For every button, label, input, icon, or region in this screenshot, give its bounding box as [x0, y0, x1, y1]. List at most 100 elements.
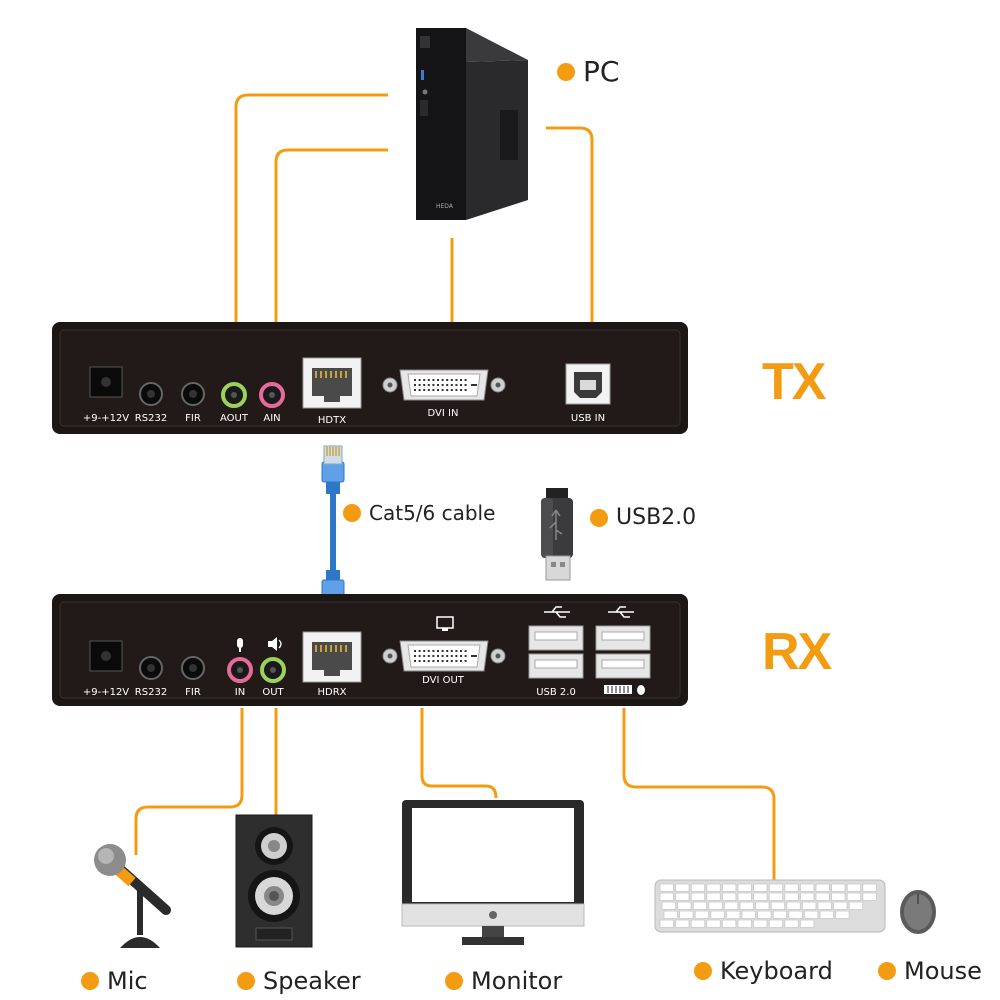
keyboard-key	[710, 910, 725, 919]
keyboard-key	[706, 892, 721, 901]
line-pc-ain	[274, 148, 388, 380]
keyboard-key	[675, 892, 690, 901]
rx-label-fir: FIR	[185, 687, 201, 698]
tx-device	[52, 322, 688, 434]
rx-label-power: +9-+12V	[82, 687, 130, 698]
keyboard-key	[800, 883, 815, 892]
keyboard-key	[724, 901, 739, 910]
tx-label-aout: AOUT	[220, 413, 248, 424]
callout-mic-text: Mic	[107, 967, 148, 995]
keyboard-key	[846, 883, 862, 892]
rx-usb-port-group-2	[595, 625, 651, 679]
keyboard-key	[706, 883, 721, 892]
keyboard-key	[722, 919, 737, 928]
keyboard-key	[772, 910, 788, 919]
tx-label-ain: AIN	[263, 413, 281, 424]
rx-label-out: OUT	[262, 687, 284, 698]
bullet-dot-icon	[81, 972, 99, 990]
keyboard-key	[815, 883, 830, 892]
rx-label-rs232: RS232	[134, 687, 168, 698]
mic-small-icon	[237, 638, 243, 652]
bullet-dot-icon	[343, 504, 361, 522]
keyboard-key	[692, 901, 708, 910]
keyboard-key	[722, 883, 737, 892]
keyboard-key	[817, 901, 832, 910]
keyboard-key	[784, 919, 799, 928]
bullet-dot-icon	[445, 972, 463, 990]
keyboard-key	[677, 901, 692, 910]
pc-tower-icon: HEDA	[416, 28, 528, 220]
callout-keyboard-text: Keyboard	[720, 957, 833, 985]
callout-pc-text: PC	[583, 55, 620, 88]
bullet-dot-icon	[694, 962, 712, 980]
tx-dvi-port	[382, 369, 506, 401]
keyboard-key	[800, 892, 815, 901]
callout-monitor: Monitor	[445, 967, 562, 995]
callout-mouse-text: Mouse	[904, 957, 982, 985]
keyboard-key	[659, 919, 674, 928]
mouse-icon	[900, 890, 936, 934]
rx-label-hdrx: HDRX	[317, 687, 347, 698]
cat-cable	[321, 445, 345, 617]
tx-label-power: +9-+12V	[82, 413, 130, 424]
rx-device	[52, 594, 688, 706]
speaker-small-icon	[268, 637, 282, 651]
callout-pc: PC	[557, 55, 619, 88]
keyboard-key	[833, 901, 848, 910]
keyboard-key	[862, 892, 877, 901]
keyboard-key	[737, 892, 752, 901]
keyboard-key	[694, 910, 710, 919]
bullet-dot-icon	[237, 972, 255, 990]
speaker-icon	[235, 814, 313, 948]
keyboard-key	[770, 901, 786, 910]
tx-label-dvi-in: DVI IN	[427, 408, 459, 419]
keyboard-key	[679, 910, 694, 919]
keyboard-key	[659, 883, 674, 892]
monitor-small-icon	[436, 616, 454, 631]
connection-lines	[134, 93, 776, 880]
usb-stick-icon	[541, 488, 573, 581]
keyboard-key	[726, 910, 741, 919]
keyboard-key	[675, 883, 690, 892]
keyboard-key	[753, 892, 768, 901]
keyboard-key	[831, 892, 846, 901]
callout-speaker-text: Speaker	[263, 967, 361, 995]
keyboard-key	[737, 883, 752, 892]
callout-cable-text: Cat5/6 cable	[369, 501, 496, 525]
keyboard-key	[831, 883, 846, 892]
keyboard-key	[708, 901, 723, 910]
keyboard-key	[804, 910, 819, 919]
callout-usb: USB2.0	[590, 505, 696, 530]
rx-title: RX	[762, 623, 832, 681]
keyboard-key	[690, 919, 706, 928]
rx-label-in: IN	[234, 687, 246, 698]
keyboard-key	[784, 892, 799, 901]
keyboard-key	[815, 892, 830, 901]
callout-cable: Cat5/6 cable	[343, 501, 495, 525]
keyboard-key	[706, 919, 721, 928]
keyboard-key	[661, 901, 676, 910]
keyboard-key	[757, 910, 772, 919]
keyboard-key	[768, 883, 784, 892]
keyboard-mouse-small-icon	[604, 685, 645, 695]
keyboard-key	[862, 883, 877, 892]
tx-label-rs232: RS232	[134, 413, 168, 424]
keyboard-key	[753, 919, 768, 928]
keyboard-key	[848, 901, 864, 910]
keyboard-key	[663, 910, 678, 919]
keyboard-key	[741, 910, 756, 919]
keyboard-key	[768, 919, 784, 928]
keyboard-key	[788, 910, 803, 919]
bullet-dot-icon	[590, 508, 608, 527]
usb-symbol-icon	[544, 606, 634, 618]
callout-speaker: Speaker	[237, 967, 361, 995]
line-pc-aout	[234, 93, 388, 378]
tx-label-usb-in: USB IN	[570, 413, 606, 424]
rx-label-usb: USB 2.0	[536, 687, 576, 698]
bullet-dot-icon	[878, 962, 896, 980]
keyboard-key	[819, 910, 834, 919]
rx-dvi-port	[382, 640, 506, 672]
keyboard-key	[786, 901, 801, 910]
keyboard-key	[802, 901, 817, 910]
